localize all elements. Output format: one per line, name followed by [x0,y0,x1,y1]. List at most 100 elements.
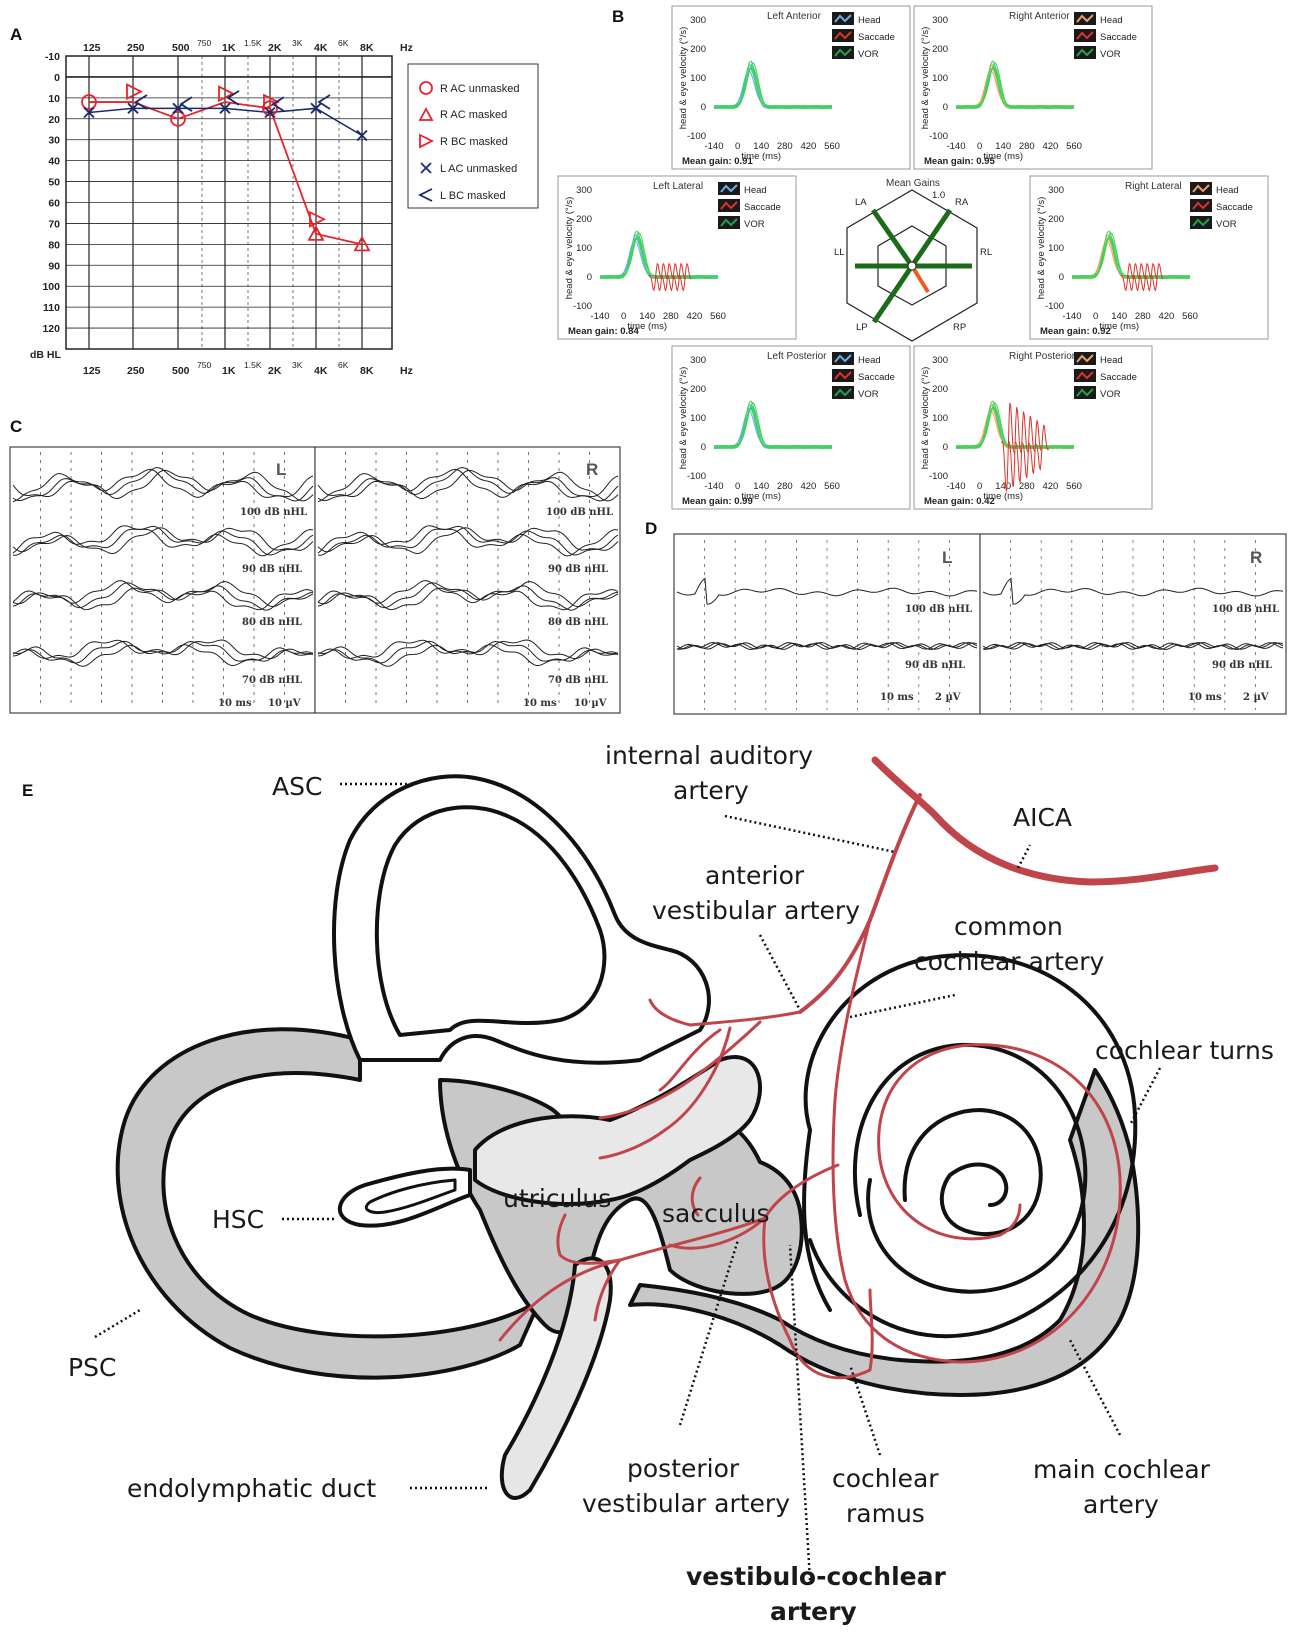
vhit-x-tick: -140 [946,141,965,152]
legend-entry: L BC masked [440,190,506,202]
vhit-saccade-trace [1001,402,1016,492]
abr-scale-time: 10 ms [523,698,557,709]
vhit-saccade-trace [666,262,681,292]
vhit-saccade-trace [1021,415,1036,479]
leader-cca [849,993,956,1019]
panel-a-audiogram: A 125 250 500 750 1K 1.5K 2K 3K 4K 6K 8K… [10,25,539,377]
vemp-scale-amp: 2 µV [935,692,961,703]
abr-trace [12,468,314,503]
vhit-y-tick: 100 [690,413,706,424]
audiogram-frequency-axis-bottom: 125 250 500 750 1K 1.5K 2K 3K 4K 6K 8K H… [83,360,413,377]
vhit-saccade-trace [1014,411,1029,483]
leader-vca [788,1244,812,1581]
abr-trace [12,525,314,557]
vhit-legend-label: VOR [744,219,765,230]
freq-label: 3K [292,38,303,48]
level-tick-label: 90 [48,260,60,272]
radar-axis-label: LP [856,322,868,333]
endolymphatic-duct [499,1256,613,1500]
vhit-x-tick: 140 [995,481,1011,492]
radar-bar-ra [909,208,953,268]
vhit-mean-gain: Mean gain: 0.84 [568,326,639,337]
radar-bar-lp [871,264,915,324]
vhit-x-tick: 0 [735,141,740,152]
panel-label-c: C [10,417,22,436]
vhit-xlabel: time (ms) [627,321,667,332]
l-bc-masked-marker [134,94,148,110]
panel-c-abr: C L R 100 dB nHL 90 dB nHL 80 dB nHL 70 … [9,417,621,714]
panel-label-a: A [10,25,22,44]
vhit-y-tick: 200 [1048,214,1064,225]
vhit-y-tick: -100 [573,301,592,312]
cochlear-duct [628,1068,1141,1397]
abr-trace [12,527,314,555]
abr-trace [12,640,314,664]
label-sacculus: sacculus [662,1199,770,1228]
abr-level-label: 90 dB nHL [242,564,302,575]
vhit-xlabel: time (ms) [983,151,1023,162]
vhit-trace [599,232,719,279]
legend-frame [407,63,539,209]
vemp-trace-90 [676,641,978,651]
legend-entry: L AC unmasked [440,163,517,175]
freq-label: 500 [172,365,190,377]
vhit-mean-gain: Mean gain: 0.42 [924,496,995,507]
freq-label: 1.5K [244,38,262,48]
vhit-saccade-trace [1132,262,1147,292]
radar-bar-rp [910,264,930,294]
vhit-y-tick: 100 [932,413,948,424]
vhit-x-tick: -140 [1062,311,1081,322]
vemp-right-label: R [1250,548,1262,567]
vhit-trace [713,402,833,449]
l-bc-masked-marker [226,90,240,106]
l-ac-unmasked-marker [83,106,95,119]
abr-traces [12,466,619,667]
vhit-legend-label: VOR [1216,219,1237,230]
freq-label: 6K [338,38,349,48]
label-aica: AICA [1013,803,1072,832]
label-pva-1: posterior [627,1454,740,1483]
vhit-legend-label: Head [744,185,767,196]
vhit-x-tick: 560 [1066,481,1082,492]
vhit-legend-label: Head [858,355,881,366]
vhit-legend-label: Saccade [858,372,895,383]
vhit-x-tick: 0 [1093,311,1098,322]
cochlear-ramus [762,1216,874,1380]
abr-grid [40,452,590,708]
cochlea-base [802,1128,832,1312]
l-bc-masked-marker [179,96,193,112]
vhit-x-tick: 0 [735,481,740,492]
abr-level-label: 100 dB nHL [546,507,613,518]
radar-bar-la [870,208,915,268]
vhit-x-tick: 280 [663,311,679,322]
leader-ava [758,934,802,1011]
vhit-xlabel: time (ms) [1099,321,1139,332]
vhit-title: Left Posterior [767,351,827,362]
freq-label: 4K [314,365,328,377]
level-tick-label: 40 [48,156,60,168]
radar-center [907,261,917,271]
abr-level-label: 70 dB nHL [242,675,302,686]
abr-trace [317,640,619,664]
abr-trace [12,639,314,667]
freq-label: 8K [360,42,374,54]
pva-branch [556,1213,622,1265]
abr-trace [317,639,619,667]
vhit-y-tick: -100 [687,131,706,142]
freq-unit: Hz [400,42,413,54]
radar-title: Mean Gains [886,178,940,189]
audiogram-series [81,83,371,252]
vhit-legend-wave-icon [1192,184,1210,193]
level-tick-label: 120 [42,323,60,335]
label-hsc: HSC [212,1205,264,1234]
psc-canal [115,1027,542,1380]
level-tick-label: 0 [54,72,60,84]
vhit-legend-label: Head [1100,15,1123,26]
l-ac-unmasked-marker [264,106,276,119]
vemp-level-label: 90 dB nHL [1212,660,1272,671]
vhit-y-tick: 300 [932,15,948,26]
utriculus-sac [473,1055,762,1206]
level-tick-label: 80 [48,239,60,251]
freq-label: 1.5K [244,360,262,370]
